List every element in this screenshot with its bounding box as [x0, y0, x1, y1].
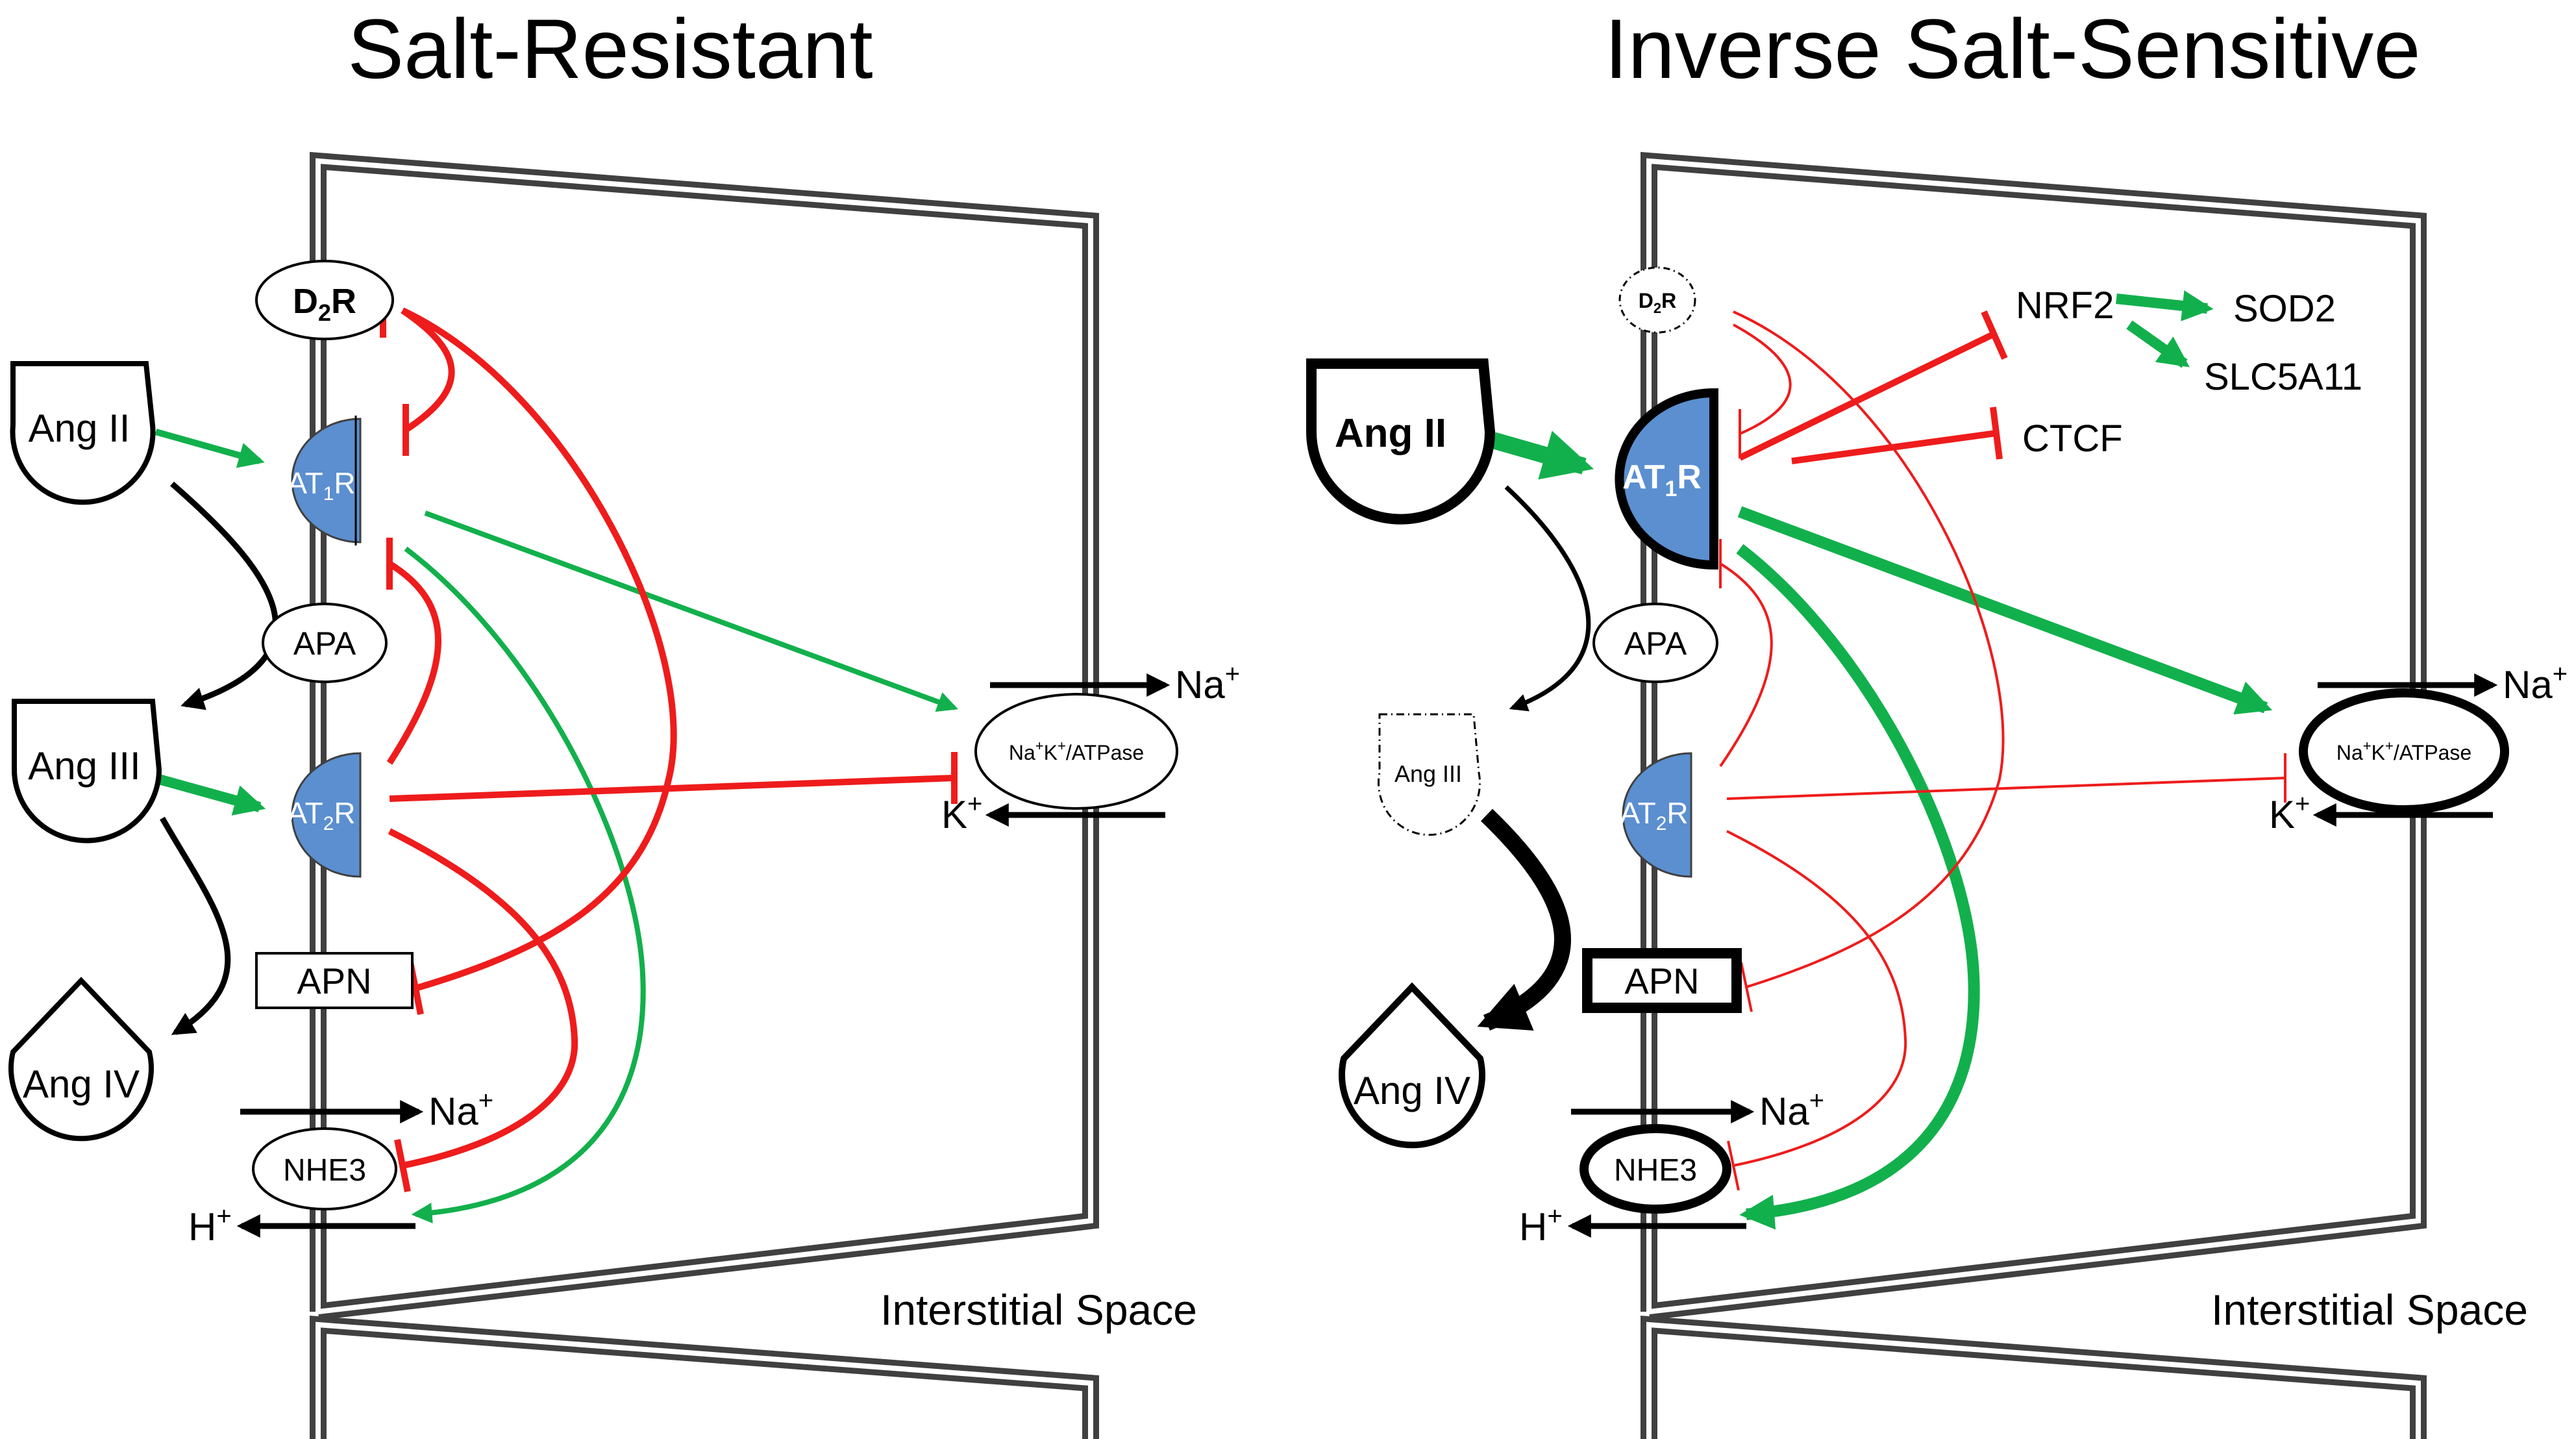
svg-text:NHE3: NHE3 — [283, 1153, 366, 1188]
right-panel-title: Inverse Salt-Sensitive — [1604, 1, 2420, 96]
right-at1r: AT1R — [1615, 388, 1718, 570]
svg-text:APN: APN — [297, 960, 371, 1001]
svg-text:APN: APN — [1624, 960, 1699, 1001]
svg-text:Na+K+/ATPase: Na+K+/ATPase — [2336, 738, 2471, 764]
right-nhe3-h-label: H+ — [1519, 1202, 1563, 1249]
svg-text:Ang III: Ang III — [28, 744, 140, 788]
right-black-arrows — [1477, 485, 1591, 1031]
right-ang4: Ang IV — [1339, 982, 1485, 1149]
left-apa: APA — [262, 603, 388, 683]
right-nhe3-na-label: Na+ — [1759, 1086, 1824, 1133]
left-nhe3: NHE3 — [252, 1127, 397, 1210]
left-ang2: Ang II — [10, 361, 156, 505]
right-ang2: Ang II — [1306, 358, 1496, 525]
left-atpase-transport — [985, 673, 1170, 827]
left-apn: APN — [255, 952, 414, 1009]
right-atpase-transport — [2312, 673, 2498, 827]
right-apn: APN — [1582, 948, 1742, 1013]
left-cell-membrane — [310, 151, 1099, 1439]
right-slc5a11-label: SLC5A11 — [2204, 356, 2362, 398]
right-red-inhibitors — [1719, 310, 2286, 1191]
svg-text:NHE3: NHE3 — [1614, 1153, 1697, 1188]
svg-text:D2R: D2R — [293, 282, 356, 326]
left-interstitial-label: Interstitial Space — [880, 1286, 1197, 1334]
svg-text:Ang III: Ang III — [1394, 760, 1462, 787]
svg-text:Na+K+/ATPase: Na+K+/ATPase — [1009, 738, 1144, 764]
right-green-arrows — [1491, 290, 2273, 1230]
right-at2r: AT2R — [1620, 752, 1692, 878]
svg-text:AT1R: AT1R — [1622, 458, 1702, 501]
left-black-arrows — [160, 481, 279, 1035]
right-sod2-label: SOD2 — [2233, 288, 2336, 330]
left-panel: Salt-Resistant Interstitial Space — [8, 1, 1240, 1439]
svg-text:AT2R: AT2R — [1620, 796, 1688, 834]
right-atpase-k-label: K+ — [2269, 790, 2310, 836]
right-d2r: D2R — [1618, 266, 1696, 334]
left-ang4: Ang IV — [8, 977, 154, 1142]
right-ctcf-label: CTCF — [2022, 418, 2123, 460]
right-nhe3-transport — [1567, 1100, 1755, 1238]
left-nhe3-transport — [236, 1100, 424, 1238]
left-nhe3-na-label: Na+ — [428, 1086, 493, 1133]
right-panel: Inverse Salt-Sensitive Interstitial Spac… — [1306, 1, 2568, 1439]
right-atpase-na-label: Na+ — [2503, 660, 2568, 707]
left-red-inhibitors — [386, 307, 958, 1192]
svg-text:APA: APA — [1624, 625, 1687, 662]
svg-text:Ang II: Ang II — [29, 407, 130, 450]
svg-text:Ang IV: Ang IV — [1354, 1069, 1470, 1112]
left-ang3: Ang III — [12, 699, 162, 844]
left-at2r: AT2R — [287, 752, 362, 878]
left-atpase-na-label: Na+ — [1175, 660, 1240, 707]
svg-text:D2R: D2R — [1639, 289, 1676, 316]
svg-text:Ang II: Ang II — [1335, 411, 1446, 456]
right-interstitial-label: Interstitial Space — [2211, 1286, 2528, 1334]
left-d2r: D2R — [255, 260, 394, 340]
right-atpase: Na+K+/ATPase — [2299, 688, 2509, 814]
left-green-arrows — [155, 429, 959, 1223]
left-atpase-k-label: K+ — [941, 790, 982, 836]
right-apa: APA — [1592, 603, 1718, 683]
left-panel-title: Salt-Resistant — [347, 1, 873, 96]
right-nrf2-label: NRF2 — [2016, 284, 2114, 327]
right-nhe3: NHE3 — [1579, 1124, 1731, 1214]
left-at1r: AT1R — [287, 416, 362, 545]
svg-text:AT1R: AT1R — [287, 466, 355, 505]
left-atpase: Na+K+/ATPase — [974, 693, 1178, 810]
svg-text:Ang IV: Ang IV — [23, 1062, 140, 1106]
svg-text:APA: APA — [293, 625, 356, 662]
svg-text:AT2R: AT2R — [287, 796, 355, 834]
right-ang3: Ang III — [1378, 713, 1481, 836]
left-nhe3-h-label: H+ — [188, 1202, 232, 1249]
